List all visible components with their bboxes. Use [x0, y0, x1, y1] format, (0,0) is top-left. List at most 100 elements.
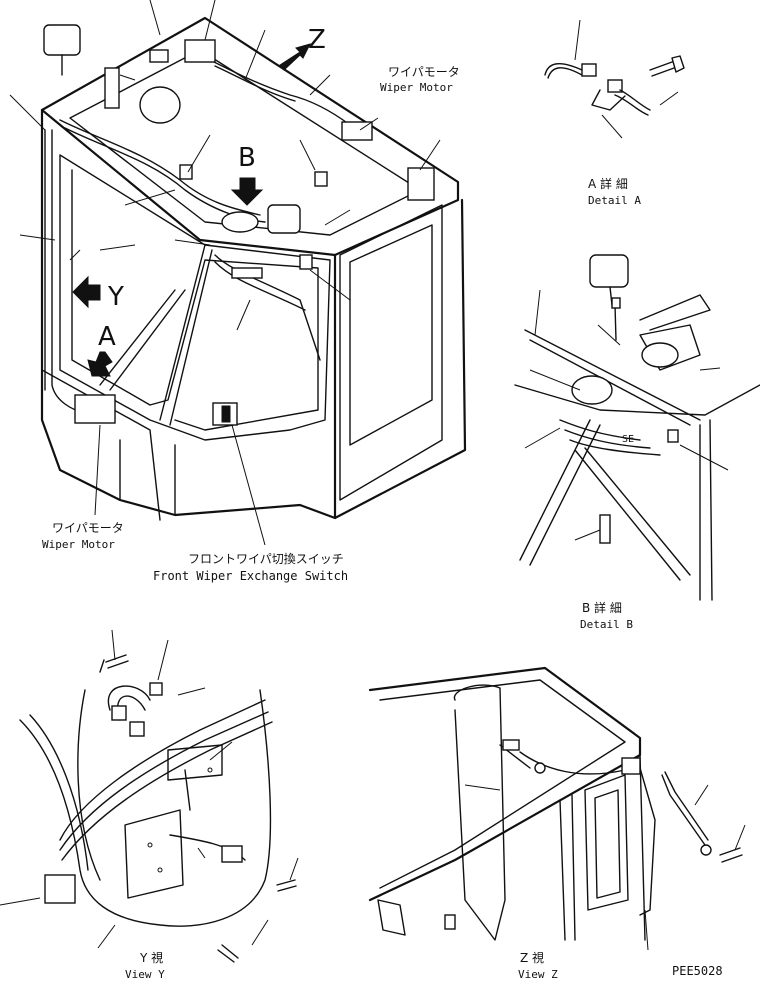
detail-a-jp: A 詳 細 [588, 176, 628, 191]
view-z-roof-inner [379, 679, 626, 889]
view-y-harness [19, 689, 273, 927]
wiper-arm [99, 289, 186, 391]
detail-a-en: Detail A [588, 194, 641, 207]
connector-right [299, 254, 313, 270]
arrow-b-label: B [238, 143, 256, 173]
harness-down-left [44, 129, 91, 416]
view-z-roof [368, 666, 642, 902]
wiper-motor-en-top: Wiper Motor [380, 81, 453, 94]
view-y-hole-3 [207, 767, 213, 773]
view-y-connector-3 [221, 845, 243, 863]
detail-b-lamp-wire [609, 286, 617, 341]
view-z-grommet [534, 762, 546, 774]
detail-a-view: A 詳 細 Detail A [544, 19, 685, 207]
harness-cross [214, 254, 321, 361]
side-window-inner [349, 224, 433, 446]
wiper-motor-jp-bottom: ワイパモータ [52, 521, 124, 535]
detail-b-leaders [524, 289, 729, 541]
view-y-bolt-1 [99, 654, 129, 673]
view-y-bolt-2 [276, 879, 297, 892]
detail-b-frame [514, 329, 760, 601]
view-z-terminal [700, 844, 712, 856]
switch-label-en: Front Wiper Exchange Switch [153, 569, 348, 583]
view-y-hole-1 [147, 842, 153, 848]
view-y-en: View Y [125, 968, 165, 981]
detail-b-en: Detail B [580, 618, 633, 631]
cab-roof-panel [69, 49, 421, 236]
work-lamp-left [43, 24, 81, 56]
detail-b-room-lamp [571, 375, 613, 405]
view-z-leaders [464, 784, 746, 951]
arrow-z-icon [279, 43, 311, 71]
view-z-window [584, 774, 629, 911]
view-y-hole-2 [157, 867, 163, 873]
view-y-connector-2 [129, 721, 145, 737]
arrow-b-icon [230, 177, 264, 206]
horn [221, 211, 259, 233]
arrow-z-label: Z [308, 25, 326, 55]
roof-plate [407, 167, 435, 201]
switch-label-jp: フロントワイパ切換スイッチ [188, 552, 344, 566]
bracket-top [184, 39, 216, 63]
relay-box [104, 67, 120, 109]
leader-wiper-bottom [94, 424, 101, 516]
detail-a-bolt [649, 55, 685, 77]
leader-lines [9, 0, 441, 331]
detail-b-lamp [589, 254, 629, 288]
leader-wiper-top [359, 117, 379, 131]
view-z-frame [559, 754, 646, 941]
detail-a-wire [544, 63, 583, 79]
view-z-en: View Z [518, 968, 558, 981]
view-y-jp: Y 視 [139, 950, 163, 965]
detail-a-leaders [574, 19, 679, 139]
view-z-box [621, 757, 641, 775]
roof-harness [59, 119, 266, 223]
detail-b-horn [641, 342, 679, 368]
connector-mid [231, 267, 263, 279]
room-lamp [139, 86, 181, 124]
view-y-connector-1 [111, 705, 127, 721]
wiper-motor-en-bottom: Wiper Motor [42, 538, 115, 551]
drawing-number: PEE5028 [672, 964, 723, 978]
leader-switch [231, 424, 266, 546]
clip-2 [314, 171, 328, 187]
detail-b-plug [611, 297, 621, 309]
view-z-wire-bolt [661, 771, 743, 863]
detail-b-clip [667, 429, 679, 443]
switch-knob [221, 405, 231, 423]
detail-a-connector-2 [607, 79, 623, 93]
clip-1 [179, 164, 193, 180]
wiper-motor-front [74, 394, 116, 424]
view-y-plug [44, 874, 76, 904]
bolt-head [149, 49, 169, 63]
lower-panel [41, 369, 176, 521]
arrow-y-icon [72, 275, 101, 309]
front-pillar [159, 244, 213, 426]
view-z-connector [502, 739, 520, 751]
view-z: Z 視 View Z [368, 666, 746, 981]
detail-b-jp: B 詳 細 [582, 600, 622, 615]
cab-main-view: Z B Y A ワイパモータ Wiper Motor ワイパモータ Wiper … [9, 0, 467, 583]
arrow-a-label: A [98, 322, 116, 352]
detail-b-se-label: SE [622, 434, 634, 445]
detail-b-bolt [599, 514, 611, 544]
detail-b-harness [559, 419, 661, 456]
view-z-plug [444, 914, 456, 930]
arrow-a-icon [87, 351, 113, 377]
wiper-motor-jp-top: ワイパモータ [388, 65, 460, 79]
view-z-panel [453, 684, 506, 941]
roof-harness-2 [209, 59, 351, 126]
arrow-y-label: Y [107, 282, 124, 312]
cab-roof-outline [40, 16, 460, 257]
view-y-branch [107, 685, 246, 861]
view-y-leaders [0, 629, 299, 949]
view-z-jp: Z 視 [520, 950, 544, 965]
view-y-bolt-3 [217, 944, 239, 963]
view-y-clip [149, 682, 163, 696]
detail-b-view: SE B 詳 細 Detail B [514, 254, 760, 631]
view-y-bracket [124, 744, 223, 899]
view-y: Y 視 View Y [0, 629, 299, 981]
side-window-outer [339, 204, 443, 501]
